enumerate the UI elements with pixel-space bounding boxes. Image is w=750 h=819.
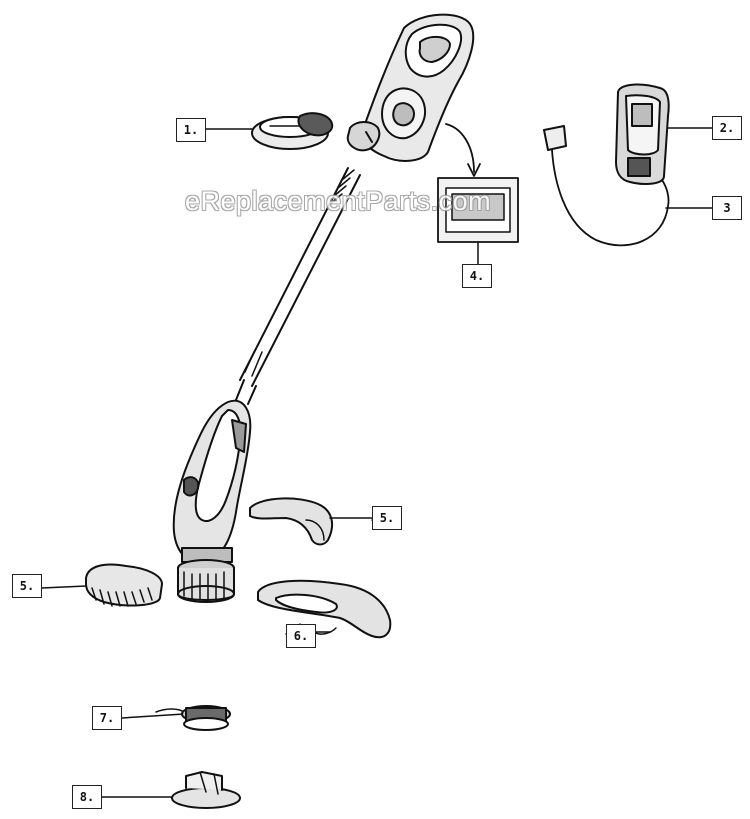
spool-cap-part xyxy=(41,563,163,607)
callout-4: 4. xyxy=(462,264,492,288)
callout-leaders xyxy=(205,128,399,635)
callout-8: 8. xyxy=(72,785,102,809)
callout-3: 3 xyxy=(712,196,742,220)
charger-cord-part xyxy=(543,125,713,247)
callout-2: 2. xyxy=(712,116,742,140)
callout-1: 1. xyxy=(176,118,206,142)
battery-charger-part xyxy=(615,83,713,185)
trimmer-handle xyxy=(346,13,475,162)
motor-housing xyxy=(172,399,252,564)
spool-hub-part xyxy=(101,771,241,809)
connection-arrow xyxy=(445,123,481,177)
guard-upper-part xyxy=(249,497,373,546)
spool-head xyxy=(177,559,235,603)
callout-5-upper: 5. xyxy=(372,506,402,530)
handle-knob-part xyxy=(251,112,334,150)
spool-line-part xyxy=(121,705,231,731)
battery-pack-part xyxy=(437,177,519,265)
callout-7: 7. xyxy=(92,706,122,730)
callout-6: 6. xyxy=(286,624,316,648)
trimmer-shaft xyxy=(235,167,361,405)
callout-5-left: 5. xyxy=(12,574,42,598)
guard-lower-part xyxy=(257,579,392,639)
